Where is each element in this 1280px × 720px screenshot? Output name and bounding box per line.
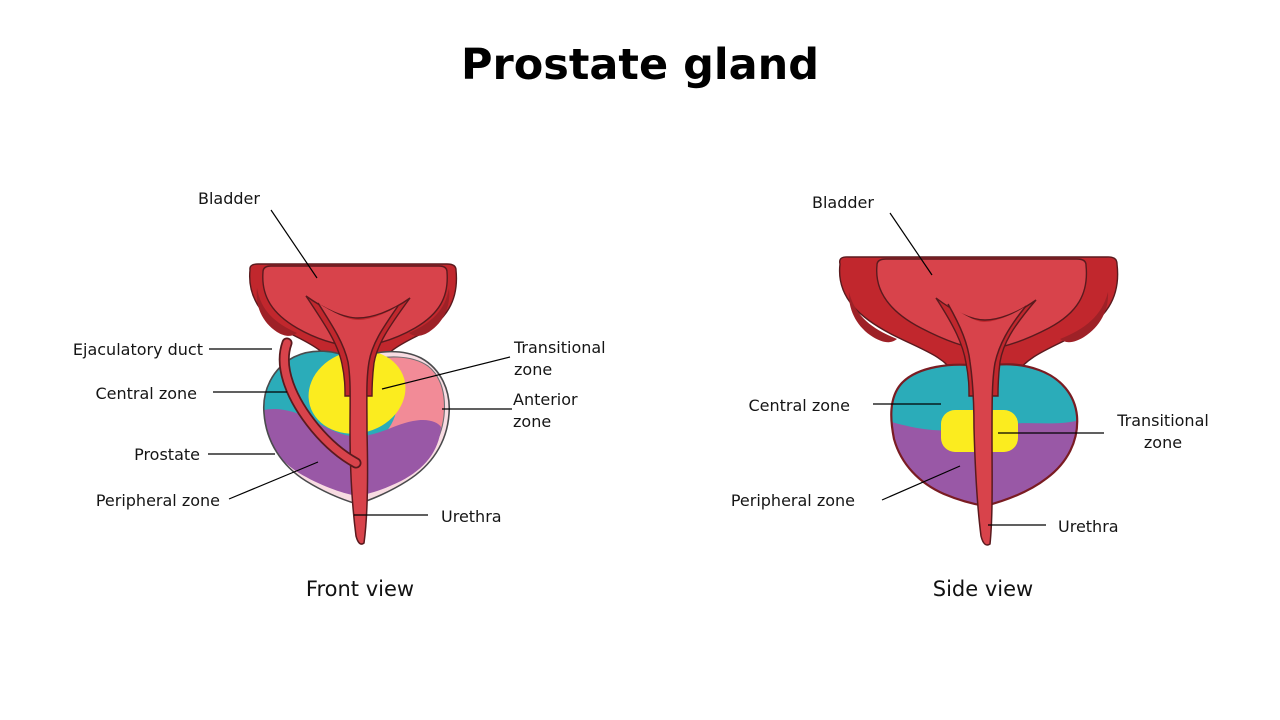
front-prostate-label: Prostate: [134, 445, 200, 464]
front-prostate-capsule-outline: [263, 350, 451, 505]
front-view-diagram: [208, 209, 512, 545]
side-bladder-leader-line: [889, 212, 933, 276]
front-urethra: [318, 303, 398, 545]
side-peripheral-zone-label: Peripheral zone: [730, 491, 855, 510]
side-bladder-shadow-left: [848, 292, 897, 343]
side-view-caption: Side view: [932, 577, 1034, 601]
side-view-diagram: [838, 212, 1119, 546]
front-ejaculatory-duct: [280, 339, 360, 467]
front-transitional-zone-leader-line: [381, 356, 511, 390]
side-urethra: [948, 304, 1026, 545]
front-bladder-leader-line: [270, 209, 318, 279]
side-central-zone-label: Central zone: [748, 396, 850, 415]
front-peripheral-zone-label: Peripheral zone: [95, 491, 220, 510]
side-bladder-label: Bladder: [812, 193, 874, 212]
side-urethra-label: Urethra: [1058, 517, 1119, 536]
front-view-caption: Front view: [305, 577, 415, 601]
front-peripheral-zone-leader-line: [228, 461, 319, 500]
front-transitional-zone-label: Transitional zone: [514, 338, 606, 379]
side-bladder-inner: [876, 258, 1088, 351]
front-bladder-inner: [262, 265, 448, 348]
front-anterior-zone-label: Anterior zone: [513, 390, 578, 431]
side-peripheral-zone-leader-line: [881, 465, 961, 501]
side-transitional-zone-label: Transitional zone: [1117, 411, 1209, 452]
front-urethra-outline: [317, 302, 399, 545]
side-urethra-outline: [947, 303, 1027, 546]
front-bladder-shadow-left: [256, 288, 297, 336]
front-bladder-shadow-right: [409, 288, 450, 336]
front-bladder-label: Bladder: [198, 189, 260, 208]
front-ejaculatory-duct-label: Ejaculatory duct: [72, 340, 203, 359]
page-title: Prostate gland: [460, 40, 820, 90]
front-urethra-label: Urethra: [441, 507, 502, 526]
front-central-zone-label: Central zone: [95, 384, 197, 403]
side-bladder-shadow-right: [1060, 292, 1109, 343]
